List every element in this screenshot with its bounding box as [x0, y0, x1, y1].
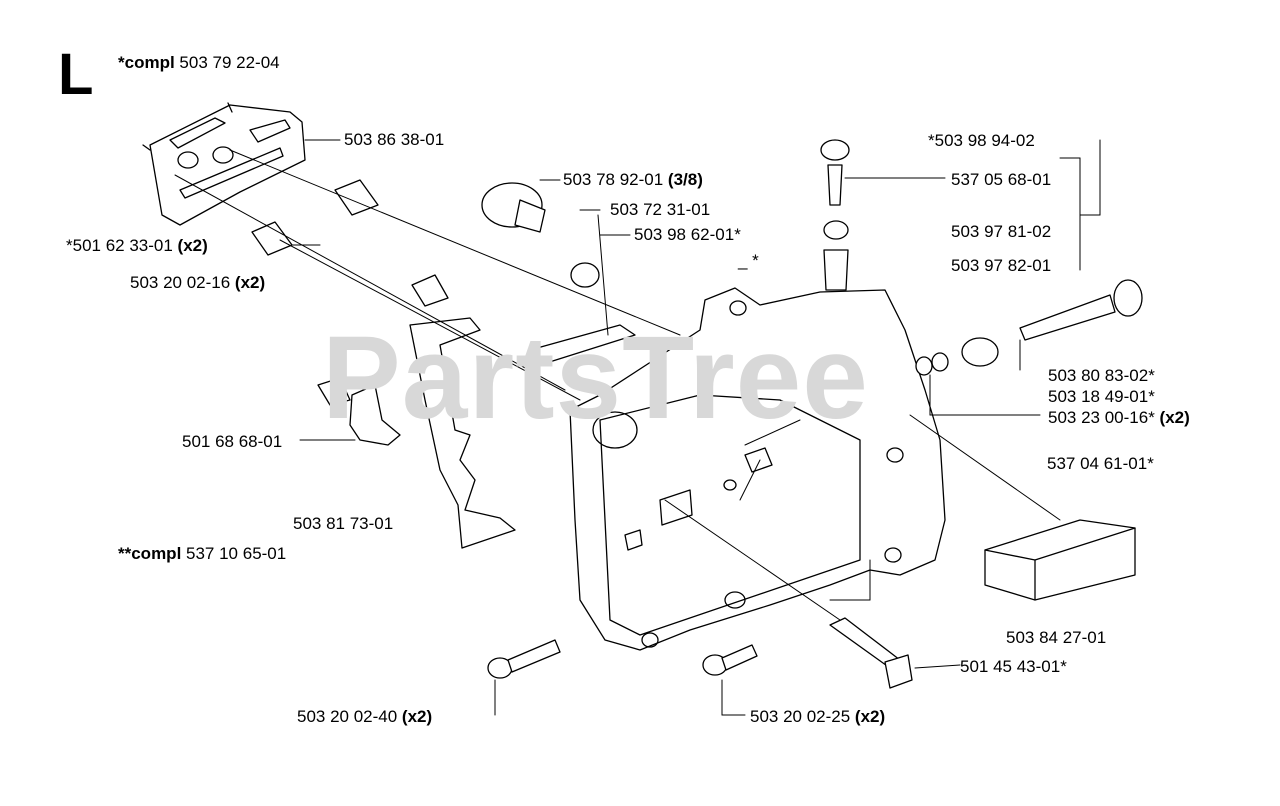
leader-lines	[174, 139, 1101, 716]
adjuster-screw-part	[820, 139, 850, 291]
label-bolt-left: 503 20 02-40 (x2)	[297, 707, 433, 726]
label-clip: 501 68 68-01	[182, 432, 283, 451]
label-adjuster-c: 503 23 00-16* (x2)	[1048, 408, 1190, 427]
sleeve-part	[251, 179, 379, 256]
label-screw-top: 537 05 68-01	[951, 170, 1052, 189]
label-adjuster-a: 503 80 83-02*	[1048, 366, 1155, 385]
pin-part	[829, 617, 913, 689]
bolt-part	[487, 639, 758, 679]
label-sprocket-cap: 503 78 92-01 (3/8)	[563, 170, 703, 189]
block-part	[984, 519, 1136, 601]
label-dash-star: _ *	[738, 251, 759, 270]
label-adjuster-b: 503 18 49-01*	[1048, 387, 1155, 406]
watermark: PartsTree	[322, 312, 869, 444]
label-kit-b: 503 97 81-02	[951, 222, 1052, 241]
label-kit-c: 503 97 82-01	[951, 256, 1052, 275]
label-bar-plate: 503 86 38-01	[344, 130, 445, 149]
bar-plate-part	[142, 102, 306, 226]
label-bolt-right: 503 20 02-25 (x2)	[750, 707, 886, 726]
sprocket-cap-part	[481, 182, 636, 366]
label-pin: 501 45 43-01*	[960, 657, 1067, 676]
label-sleeve-b: 503 20 02-16 (x2)	[130, 273, 266, 292]
label-block: 503 84 27-01	[1006, 628, 1107, 647]
label-compl-bottom: **compl 537 10 65-01	[118, 544, 287, 563]
label-oil-guide: 503 98 62-01*	[634, 225, 741, 244]
label-compl-top: *compl 503 79 22-04	[118, 53, 280, 72]
clutch-cover-part	[569, 287, 946, 651]
tensioner-part	[915, 279, 1143, 376]
label-kit-top: *503 98 94-02	[928, 131, 1035, 150]
clip-part	[317, 377, 401, 446]
label-tensioner: 537 04 61-01*	[1047, 454, 1154, 473]
section-letter: L	[58, 42, 94, 107]
label-guide-plate: 503 81 73-01	[293, 514, 394, 533]
guide-plate-part	[409, 274, 516, 549]
label-nut: 503 72 31-01	[610, 200, 711, 219]
label-sleeve-a: *501 62 33-01 (x2)	[66, 236, 208, 255]
